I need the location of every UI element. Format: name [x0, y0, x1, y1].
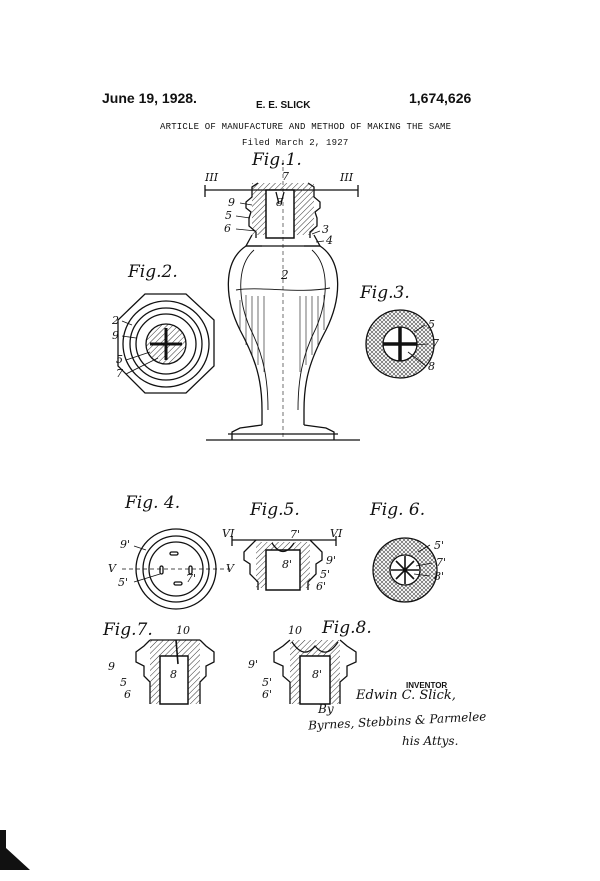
callout-fig8-9p: 9' [248, 658, 259, 671]
callout-fig3-7: 7 [432, 337, 439, 350]
fig5-label: Fig.5. [250, 500, 300, 520]
callout-fig4-V-right: V [226, 562, 234, 575]
fig6-label: Fig. 6. [370, 500, 426, 520]
fig1-label: Fig.1. [252, 150, 302, 170]
by-label: By [318, 702, 334, 716]
callout-fig1-9: 9 [228, 196, 235, 209]
callout-fig2-5: 5 [116, 353, 123, 366]
fig7-label: Fig.7. [103, 620, 153, 640]
attorney-title: his Attys. [402, 734, 459, 748]
fig5-section [231, 536, 337, 591]
fig8-section [273, 639, 357, 705]
callout-fig4-V-left: V [108, 562, 116, 575]
callout-fig1-6: 6 [224, 222, 231, 235]
callout-fig6-7p: 7' [436, 556, 447, 569]
fig2-top-view [117, 293, 215, 394]
callout-fig1-5: 5 [225, 209, 232, 222]
fig6-section [372, 537, 438, 603]
callout-fig7-6: 6 [124, 688, 131, 701]
callout-fig5-5p: 5' [320, 568, 331, 581]
callout-fig7-10: 10 [176, 624, 190, 637]
callout-fig5-VI-right: VI [330, 527, 343, 540]
callout-fig6-5p: 5' [434, 539, 445, 552]
callout-fig1-2: 2 [281, 268, 289, 282]
callout-fig5-9p: 9' [326, 554, 337, 567]
patent-number: 1,674,626 [409, 90, 472, 106]
callout-fig8-6p: 6' [262, 688, 273, 701]
fig3-label: Fig.3. [360, 283, 410, 303]
callout-fig7-8: 8 [170, 668, 177, 681]
callout-fig2-7: 7 [116, 367, 123, 380]
callout-fig5-6p: 6' [316, 580, 327, 593]
callout-fig6-8p: 8' [434, 570, 445, 583]
callout-fig5-7p: 7' [290, 528, 301, 541]
callout-fig8-10: 10 [288, 624, 302, 637]
callout-fig1-4: 4 [326, 234, 333, 247]
callout-fig5-8p: 8' [282, 558, 293, 571]
fig2-label: Fig.2. [128, 262, 178, 282]
callout-fig3-5: 5 [428, 318, 435, 331]
fig4-plan [122, 528, 230, 610]
callout-fig7-9: 9 [108, 660, 115, 673]
fig4-label: Fig. 4. [125, 493, 181, 513]
callout-fig4-7p: 7' [186, 572, 197, 585]
callout-fig2-2: 2 [112, 314, 119, 327]
callout-fig1-3: 3 [322, 223, 329, 236]
callout-fig5-VI-left: VI [222, 527, 235, 540]
callout-fig8-8p: 8' [312, 668, 323, 681]
inventor-signature: Edwin C. Slick, [356, 688, 456, 703]
fig1-bottle [204, 160, 360, 441]
callout-fig1-III-left: III [205, 171, 219, 184]
patent-date: June 19, 1928. [102, 90, 197, 106]
callout-fig1-III-right: III [340, 171, 354, 184]
callout-fig8-5p: 5' [262, 676, 273, 689]
fig7-section [135, 639, 215, 705]
callout-fig1-8: 8 [276, 196, 283, 209]
callout-fig3-8: 8 [428, 360, 435, 373]
callout-fig2-9: 9 [112, 329, 119, 342]
inventor-name: E. E. SLICK [256, 100, 311, 111]
fig8-label: Fig.8. [322, 618, 372, 638]
callout-fig4-5p: 5' [118, 576, 129, 589]
filed-date: Filed March 2, 1927 [242, 138, 349, 148]
patent-title: ARTICLE OF MANUFACTURE AND METHOD OF MAK… [160, 122, 452, 132]
callout-fig1-7: 7 [282, 170, 289, 183]
inventor-heading: INVENTOR [406, 681, 448, 690]
callout-fig7-5: 5 [120, 676, 127, 689]
callout-fig4-9p: 9' [120, 538, 131, 551]
